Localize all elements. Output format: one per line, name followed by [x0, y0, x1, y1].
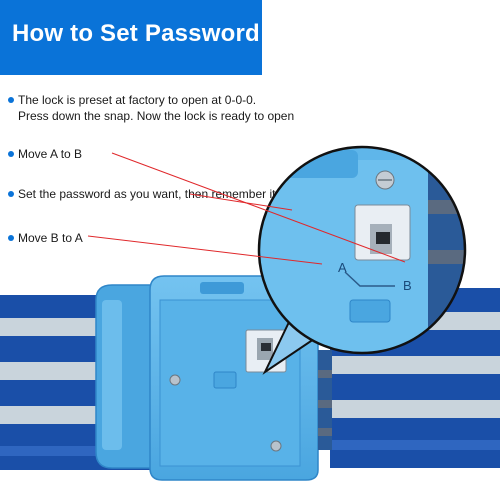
bullet-icon — [8, 234, 14, 241]
step-set-password: Set the password as you want, then remem… — [8, 186, 279, 202]
step-move-a-to-b: Move A to B — [8, 146, 82, 162]
bullet-icon — [8, 150, 14, 157]
step-text: Move B to A — [18, 231, 83, 245]
step-text: Set the password as you want, then remem… — [18, 187, 279, 201]
combination-dials — [318, 350, 332, 450]
zoom-callout: A B — [257, 145, 467, 375]
buckle-left-clip — [95, 284, 161, 469]
strap-right — [330, 288, 500, 468]
zoom-label-b: B — [403, 278, 412, 293]
bullet-icon — [8, 96, 14, 103]
step-move-b-to-a: Move B to A — [8, 230, 83, 246]
pointer-lines — [87, 152, 406, 265]
header-bar: How to Set Password — [0, 0, 262, 75]
bullet-icon — [8, 190, 14, 197]
lock-body — [149, 275, 319, 481]
zoom-label-a: A — [338, 260, 347, 275]
step-preset-factory: The lock is preset at factory to open at… — [8, 92, 294, 124]
step-text: Move A to B — [18, 147, 83, 161]
step-text-line2: Press down the snap. Now the lock is rea… — [18, 109, 295, 123]
step-text-line1: The lock is preset at factory to open at… — [18, 93, 257, 107]
page-title: How to Set Password — [12, 20, 260, 47]
strap-left — [0, 295, 160, 470]
